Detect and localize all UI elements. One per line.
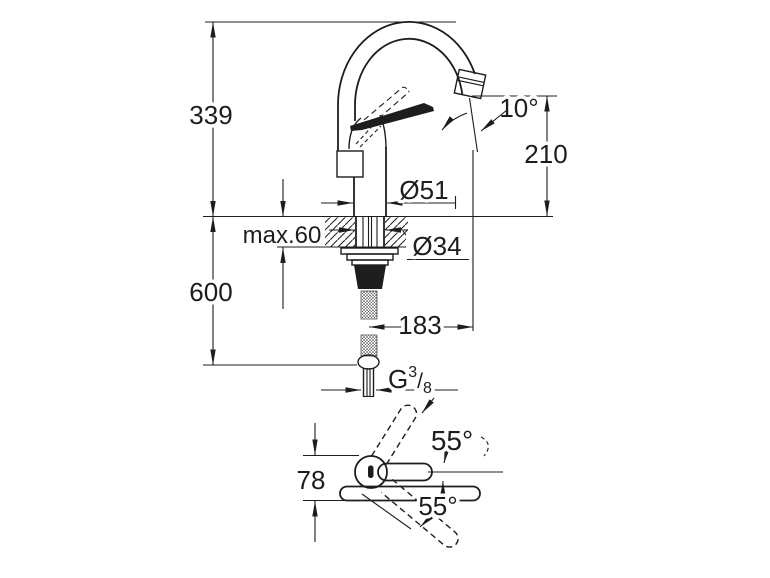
lever-raised-dashed xyxy=(363,86,410,126)
label-body-diameter: Ø51 xyxy=(399,175,448,205)
thread-numerator: 3 xyxy=(408,364,417,381)
handle-slot xyxy=(368,465,374,478)
label-spout-angle: 10° xyxy=(499,93,538,123)
lever-swing-up xyxy=(371,404,418,466)
label-overall-height: 339 xyxy=(189,100,232,130)
raised-lever-edge-2 xyxy=(370,91,410,126)
label-hose-length: 600 xyxy=(189,277,232,307)
hose-upper xyxy=(360,290,378,320)
lever-up-outline xyxy=(371,404,418,466)
lower-arc-arrow-top xyxy=(439,480,446,497)
counter-hatch-right xyxy=(385,217,408,247)
o34-label-box xyxy=(406,233,468,260)
spout-tilt-line xyxy=(468,97,479,153)
dim-shank-diameter: Ø34 xyxy=(329,227,469,265)
faucet-body xyxy=(336,86,434,217)
cartridge-dome-left xyxy=(348,117,362,150)
label-max-thickness: max.60 xyxy=(243,222,322,249)
dim-thread: G3/8 xyxy=(321,361,458,401)
faucet-spout xyxy=(337,21,487,151)
dim-max-thickness: max.60 xyxy=(239,179,325,309)
dim-body-diameter: Ø51 xyxy=(321,172,457,209)
label-swing-upper: 55° xyxy=(431,425,473,456)
lower-arc-arrow-bottom xyxy=(419,510,438,528)
mounting-nut xyxy=(340,247,399,289)
thread-denominator: 8 xyxy=(423,380,432,397)
angle-arc-arrow xyxy=(441,112,468,131)
mounting-shank xyxy=(355,216,385,248)
spout-inner-arc xyxy=(354,37,464,121)
upper-arc-arrow-top xyxy=(421,397,435,414)
counter-hatch-left xyxy=(325,217,355,247)
spout-outlet xyxy=(453,68,487,100)
label-base-depth: 78 xyxy=(297,465,326,495)
hose-lower xyxy=(360,334,378,357)
upper-angle-leader xyxy=(480,436,489,457)
dim-hose-length: 600 xyxy=(186,216,236,365)
washer-plate-1 xyxy=(340,247,399,255)
outlet-joint-line-1 xyxy=(457,76,485,83)
lower-angle-chord xyxy=(361,493,412,530)
outlet-body xyxy=(453,68,487,100)
upper-arc-arrow-bottom xyxy=(443,442,453,464)
thread-nipple xyxy=(362,368,375,398)
top-view: 78 55° 55° xyxy=(293,397,503,548)
cartridge-internal-2 xyxy=(359,125,382,148)
raised-lever-edge-1 xyxy=(363,86,404,121)
angle-leader-arrow xyxy=(480,109,508,132)
dim-overall-height: 339 xyxy=(186,22,236,217)
lever-swing-down xyxy=(380,478,459,548)
lever-down-outline xyxy=(380,478,459,548)
body-side-box xyxy=(336,150,364,178)
spout-angle-callout: 10° xyxy=(441,90,542,132)
swing-angle-lower: 55° xyxy=(361,480,461,530)
label-shank-diameter: Ø34 xyxy=(412,231,461,261)
handle-pivot xyxy=(354,455,388,489)
label-thread: G3/8 xyxy=(388,364,432,397)
washer-ring xyxy=(351,259,389,266)
dim-base-depth: 78 xyxy=(293,423,359,542)
dim-outlet-height: 210 xyxy=(521,96,571,216)
washer-plate-2 xyxy=(346,253,394,261)
tension-nut xyxy=(354,265,386,289)
label-outlet-height: 210 xyxy=(524,139,567,169)
raised-lever-tip xyxy=(402,86,410,93)
base-outline xyxy=(339,485,481,502)
label-swing-lower: 55° xyxy=(418,491,457,521)
supply-hose xyxy=(357,290,380,370)
dim-spout-reach: 183 xyxy=(369,307,473,344)
spout-outer-arc xyxy=(337,21,476,151)
side-view: 339 600 max.60 xyxy=(186,21,571,401)
label-spout-reach: 183 xyxy=(398,310,441,340)
outlet-joint-line-2 xyxy=(456,79,484,87)
thread-g: G xyxy=(388,364,408,394)
lever-blade xyxy=(350,103,434,131)
swing-angle-upper: 55° xyxy=(421,397,489,464)
hose-ball-fitting xyxy=(357,354,380,370)
